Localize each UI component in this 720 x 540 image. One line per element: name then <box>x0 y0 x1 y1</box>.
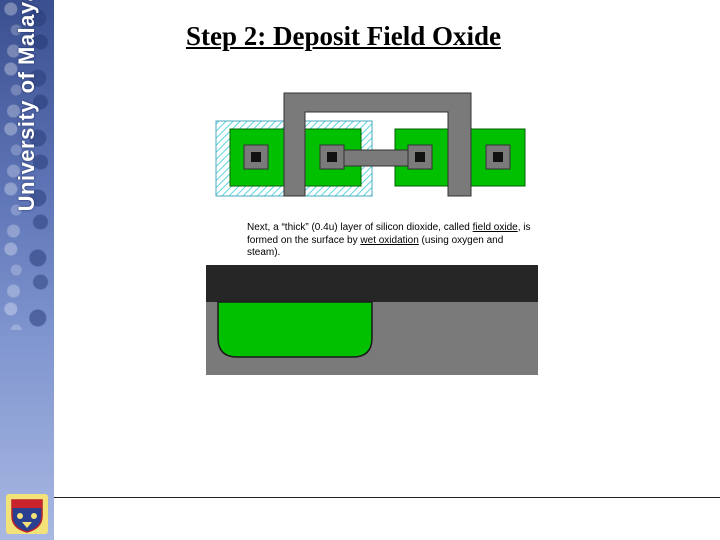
contact-left <box>243 144 269 170</box>
footer-divider <box>54 497 720 498</box>
cross-section <box>206 265 538 375</box>
caption-text-1: Next, a “thick” (0.4u) layer of silicon … <box>247 222 473 233</box>
term-field-oxide: field oxide <box>472 222 518 233</box>
caption-text-2: , is formed on the surface by <box>247 222 531 246</box>
gate-contact-right <box>407 144 433 170</box>
field-oxide-layer <box>206 265 538 302</box>
caption-text-3: (using oxygen and steam). <box>247 234 504 259</box>
slide-title: Step 2: Deposit Field Oxide <box>186 21 501 51</box>
university-crest-logo <box>6 494 48 534</box>
polysilicon-gate <box>283 92 472 197</box>
step-caption: Next, a “thick” (0.4u) layer of silicon … <box>247 222 537 260</box>
term-wet-oxidation: wet oxidation <box>360 234 419 246</box>
sidebar-banner: University of Malaya <box>0 0 54 540</box>
sidebar-photo-texture <box>0 0 54 330</box>
contact-right <box>485 144 511 170</box>
n-well-cross-section <box>217 301 373 358</box>
gate-contact-left <box>319 144 345 170</box>
